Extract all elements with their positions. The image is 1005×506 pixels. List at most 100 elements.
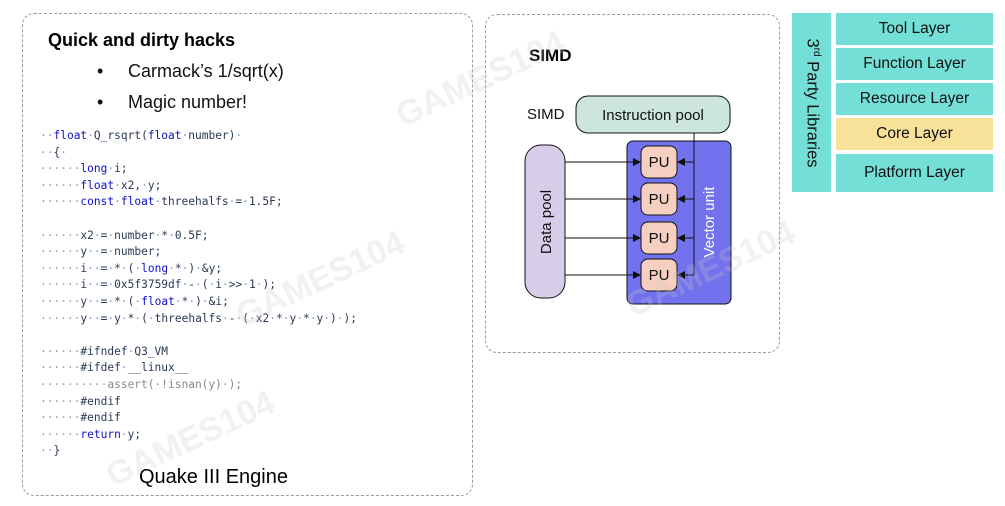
- layer-box: Core Layer: [836, 118, 993, 150]
- code-token: ·: [235, 311, 243, 325]
- code-token: =: [100, 294, 108, 308]
- code-token: ······: [40, 411, 81, 425]
- code-token: #ifndef: [80, 344, 128, 358]
- code-token: &y;: [201, 261, 223, 275]
- code-token: ······: [40, 228, 81, 242]
- code-token: ·: [181, 261, 189, 275]
- code-token: ······: [40, 344, 81, 358]
- layer-label: Platform Layer: [864, 164, 965, 181]
- code-token: y;: [147, 178, 162, 192]
- layer-label: Core Layer: [876, 125, 953, 142]
- code-token: ······: [40, 311, 81, 325]
- code-token: long: [141, 261, 169, 275]
- code-token: ·: [134, 311, 142, 325]
- data-pool-box: [524, 144, 566, 299]
- third-party-sup: rd: [810, 47, 822, 57]
- code-token: =: [100, 311, 108, 325]
- code-line: ······return·y;: [40, 427, 357, 444]
- code-token: ·: [309, 311, 317, 325]
- code-token: ······: [40, 162, 81, 176]
- code-token: #ifdef: [80, 361, 121, 375]
- code-token: __linux__: [127, 361, 189, 375]
- code-token: ··: [87, 311, 101, 325]
- code-token: const: [80, 195, 115, 209]
- code-token: );: [262, 278, 276, 292]
- code-token: ······: [40, 361, 81, 375]
- code-token: ·: [60, 145, 67, 159]
- code-token: ·: [107, 294, 115, 308]
- code-token: ······: [40, 394, 81, 408]
- code-token: x2: [80, 228, 94, 242]
- code-token: ·: [168, 228, 175, 242]
- third-party-label: 3rd Party Libraries: [802, 38, 822, 167]
- code-token: i: [80, 261, 88, 275]
- code-token: =: [100, 228, 108, 242]
- code-token: float: [80, 178, 115, 192]
- code-token: =: [235, 195, 243, 209]
- layer-box: Tool Layer: [836, 13, 993, 45]
- code-token: {: [53, 145, 61, 159]
- code-token: ··: [87, 261, 101, 275]
- code-token: ··········: [40, 377, 108, 391]
- code-token: return: [80, 427, 121, 441]
- quake-panel: [22, 13, 473, 496]
- code-token: ·: [114, 178, 121, 192]
- code-line: ······i··=·*·(·long·*·)·&y;: [40, 261, 357, 278]
- code-token: ······: [40, 178, 81, 192]
- code-token: ··: [40, 444, 54, 458]
- code-token: 0x5f3759df: [114, 278, 182, 292]
- code-token: ······: [40, 278, 81, 292]
- code-token: ·: [107, 311, 115, 325]
- code-token: y;: [127, 427, 142, 441]
- code-token: y: [80, 245, 88, 259]
- code-token: 0.5F;: [174, 228, 209, 242]
- code-token: ·: [221, 377, 229, 391]
- code-token: ·: [134, 294, 142, 308]
- code-token: *: [114, 294, 121, 308]
- code-token: !isnan(y): [161, 377, 222, 391]
- code-token: ·: [242, 278, 249, 292]
- code-token: ·: [282, 311, 290, 325]
- layer-label: Tool Layer: [878, 20, 951, 37]
- code-token: y: [80, 311, 88, 325]
- code-token: ·: [336, 311, 344, 325]
- instruction-pool-box: [575, 95, 731, 134]
- code-token: ·: [120, 294, 128, 308]
- code-line: ······#endif: [40, 394, 357, 411]
- code-token: ······: [40, 261, 81, 275]
- simd-panel: [485, 14, 780, 353]
- code-token: *: [127, 311, 135, 325]
- code-token: 1: [249, 278, 256, 292]
- code-token: ): [188, 261, 196, 275]
- code-token: long: [80, 162, 108, 176]
- code-token: #endif: [80, 394, 121, 408]
- code-token: ): [195, 294, 202, 308]
- code-token: ·: [154, 195, 162, 209]
- code-token: ·: [141, 178, 148, 192]
- instruction-pool-label: Instruction pool: [602, 107, 704, 124]
- data-pool-label: Data pool: [538, 190, 555, 254]
- code-token: i: [215, 278, 223, 292]
- code-token: ·: [134, 261, 142, 275]
- code-token: number: [114, 228, 155, 242]
- code-line: ······y··=·number;: [40, 244, 357, 261]
- code-token: ·: [181, 278, 189, 292]
- code-token: ·: [242, 195, 249, 209]
- code-token: x2: [255, 311, 270, 325]
- code-token: i: [80, 278, 88, 292]
- code-token: ): [343, 311, 351, 325]
- third-party-prefix: 3: [802, 37, 821, 48]
- code-token: threehalfs: [161, 195, 229, 209]
- code-token: ·: [168, 261, 175, 275]
- code-token: =: [100, 278, 108, 292]
- layer-label: Function Layer: [863, 55, 966, 72]
- code-token: =: [100, 245, 108, 259]
- code-token: *: [114, 261, 121, 275]
- code-token: ·: [147, 311, 155, 325]
- code-token: ··: [87, 294, 101, 308]
- code-token: ·: [87, 129, 94, 142]
- third-party-text: Party Libraries: [802, 60, 821, 168]
- code-token: threehalfs: [154, 311, 223, 325]
